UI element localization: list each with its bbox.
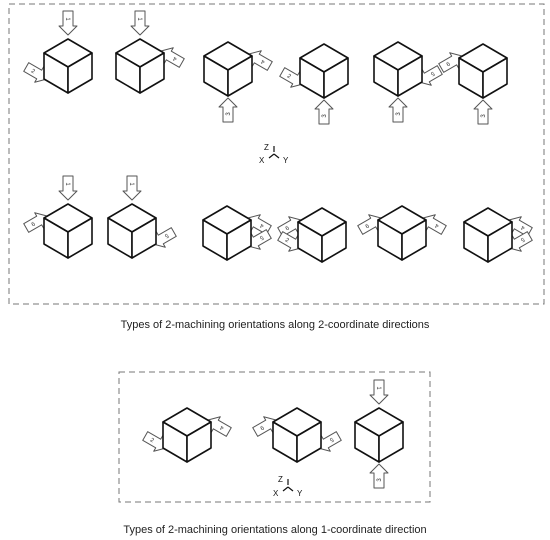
axis-z-label: Z — [264, 143, 269, 152]
arrow-number: 3 — [481, 114, 487, 118]
cube-two-coordinate-directions-7: 16 — [23, 175, 93, 259]
axis-y-label: Y — [283, 156, 289, 165]
arrow-number: 5 — [258, 234, 264, 241]
panel-frame-two-coordinate — [8, 3, 545, 305]
axis-triad-two-coordinate: Z X Y — [259, 143, 289, 165]
cube-right-face — [323, 57, 349, 99]
cube-right-face — [226, 219, 252, 261]
arrow-number: 5 — [519, 236, 525, 243]
arrow-shape — [218, 97, 238, 123]
cube-two-coordinate-directions-8: 15 — [107, 175, 177, 259]
arrow-number: 4 — [520, 223, 526, 230]
axis-z-label: Z — [278, 475, 283, 484]
cube-two-coordinate-directions-4: 23 — [279, 43, 349, 125]
arrow-number: 6 — [365, 223, 371, 230]
cube-right-face — [186, 421, 212, 463]
caption-one-coordinate: Types of 2-machining orientations along … — [123, 524, 426, 536]
arrow-shape — [58, 10, 78, 36]
axis-y-label: Y — [297, 489, 303, 498]
arrow-number: 3 — [396, 112, 402, 116]
cube-two-coordinate-directions-3: 43 — [203, 41, 273, 123]
arrow-number: 2 — [284, 237, 290, 244]
arrow-number: 4 — [434, 221, 440, 228]
cube-right-face — [227, 55, 253, 97]
arrow-shape — [58, 175, 78, 201]
cube-right-face — [487, 221, 513, 263]
cube-right-face — [67, 52, 93, 94]
arrow-number: 3 — [226, 112, 232, 116]
arrow-shape — [369, 463, 389, 489]
arrow-bottom: 3 — [369, 463, 389, 489]
arrow-number: 1 — [375, 386, 381, 390]
arrow-number: 6 — [31, 221, 37, 228]
cube-right-face — [296, 421, 322, 463]
caption-two-coordinate: Types of 2-machining orientations along … — [121, 319, 430, 331]
axis-x-label: X — [259, 156, 265, 165]
arrow-top: 1 — [369, 379, 389, 405]
axis-triad-one-coordinate: Z X Y — [273, 475, 303, 498]
cube-one-coordinate-direction-1: 42 — [142, 407, 232, 463]
cube-two-coordinate-directions-6: 63 — [438, 43, 508, 125]
cube-two-coordinate-directions-2: 14 — [115, 10, 185, 94]
arrow-top: 1 — [58, 10, 78, 36]
arrow-top: 1 — [122, 175, 142, 201]
cube-right-face — [397, 55, 423, 97]
arrow-number: 4 — [172, 54, 178, 61]
arrow-shape — [314, 99, 334, 125]
arrow-bottom: 3 — [388, 97, 408, 123]
arrow-number: 2 — [149, 437, 155, 444]
arrow-number: 3 — [322, 114, 328, 118]
arrow-number: 4 — [259, 221, 265, 228]
arrow-number: 5 — [429, 70, 435, 77]
cube-two-coordinate-directions-10: 62 — [277, 207, 347, 263]
cube-right-face — [401, 219, 427, 261]
arrow-number: 1 — [136, 17, 142, 21]
arrow-top: 1 — [58, 175, 78, 201]
arrow-number: 4 — [219, 423, 225, 430]
cube-right-face — [67, 217, 93, 259]
arrow-number: 6 — [285, 225, 291, 232]
axis-x-label: X — [273, 489, 279, 498]
arrow-bottom: 3 — [314, 99, 334, 125]
cube-one-coordinate-direction-2: 65 — [252, 407, 342, 463]
arrow-number: 6 — [446, 61, 452, 68]
panel-frame-one-coordinate — [118, 371, 431, 503]
arrow-shape — [388, 97, 408, 123]
arrow-bottom: 3 — [218, 97, 238, 123]
cube-one-coordinate-direction-3: 13 — [354, 379, 404, 489]
arrow-bottom: 3 — [473, 99, 493, 125]
arrow-number: 1 — [128, 182, 134, 186]
arrow-number: 5 — [328, 436, 334, 443]
axis-x-line — [282, 486, 289, 492]
arrow-shape — [473, 99, 493, 125]
cube-right-face — [321, 221, 347, 263]
arrow-number: 1 — [64, 182, 70, 186]
cube-two-coordinate-directions-9: 45 — [202, 205, 272, 261]
axis-y-line — [287, 486, 294, 492]
arrow-number: 6 — [260, 425, 266, 432]
arrow-shape — [122, 175, 142, 201]
arrow-number: 4 — [260, 57, 266, 64]
cube-two-coordinate-directions-5: 53 — [373, 41, 443, 123]
axis-y-line — [273, 153, 280, 159]
cube-right-face — [482, 57, 508, 99]
arrow-top: 1 — [130, 10, 150, 36]
cube-right-face — [378, 421, 404, 463]
arrow-number: 2 — [286, 73, 292, 80]
axis-x-line — [268, 153, 275, 159]
arrow-number: 2 — [30, 68, 36, 75]
cube-two-coordinate-directions-12: 45 — [463, 207, 533, 263]
cube-right-face — [139, 52, 165, 94]
cube-right-face — [131, 217, 157, 259]
cube-two-coordinate-directions-1: 12 — [23, 10, 93, 94]
arrow-number: 3 — [377, 478, 383, 482]
arrow-shape — [130, 10, 150, 36]
arrow-shape — [369, 379, 389, 405]
arrow-number: 1 — [64, 17, 70, 21]
arrow-number: 5 — [163, 232, 169, 239]
